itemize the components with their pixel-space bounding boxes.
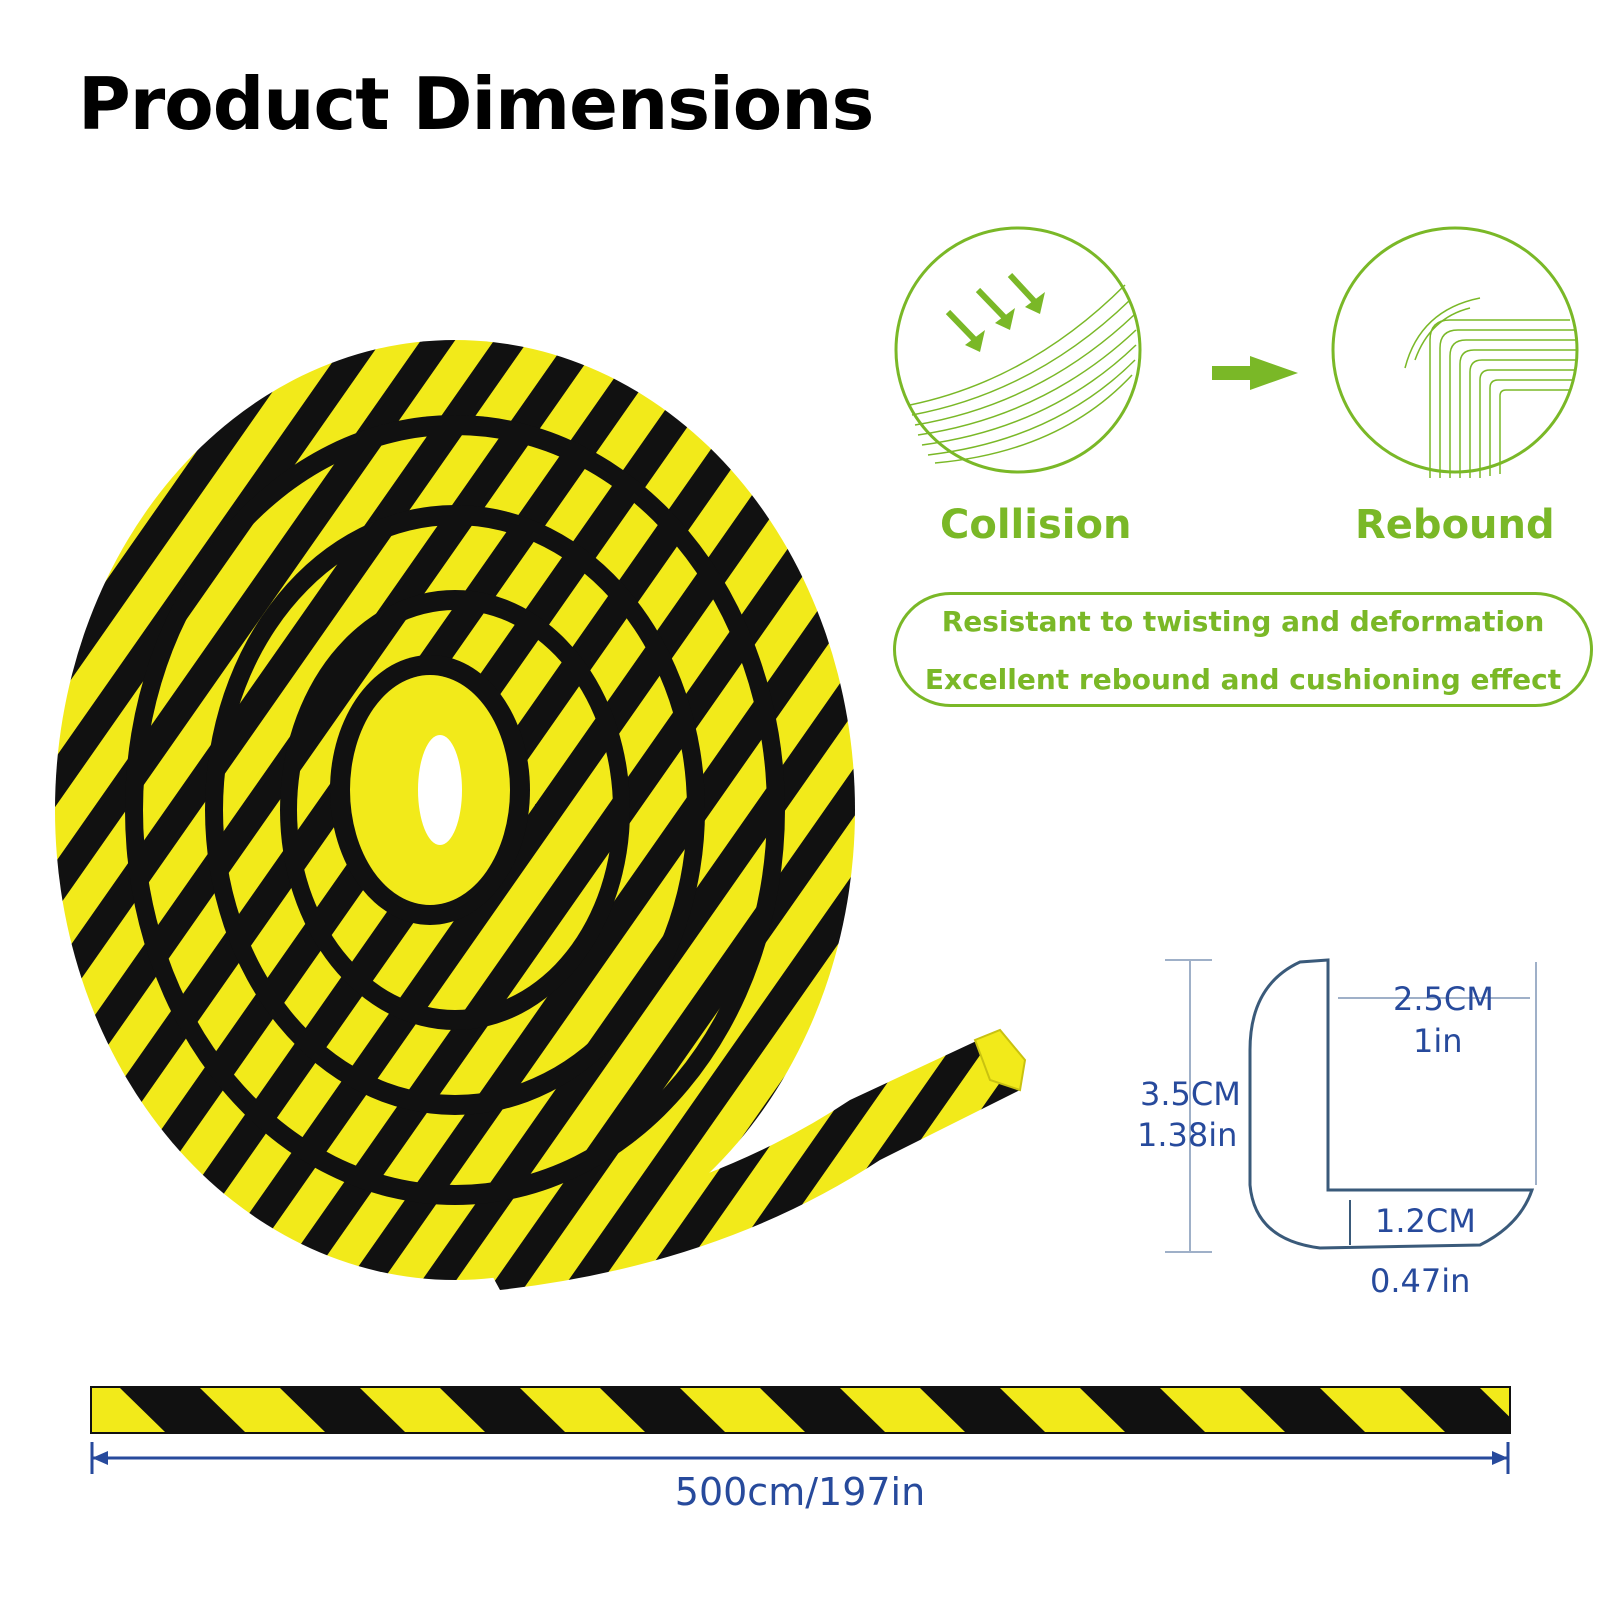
length-label: 500cm/197in <box>674 1470 926 1514</box>
thickness-in: 0.47in <box>1370 1262 1471 1300</box>
feature-2: Excellent rebound and cushioning effect <box>924 663 1562 696</box>
rebound-label: Rebound <box>1355 502 1555 548</box>
features-box: Resistant to twisting and deformation Ex… <box>893 592 1593 707</box>
collision-label: Collision <box>940 502 1132 548</box>
height-cm: 3.5CM <box>1140 1075 1241 1113</box>
page-title: Product Dimensions <box>78 62 874 146</box>
impact-arrows-icon <box>945 272 1045 352</box>
hazard-stripe <box>1160 1388 1285 1432</box>
hazard-stripe <box>840 1388 965 1432</box>
length-strip <box>90 1386 1511 1474</box>
feature-1: Resistant to twisting and deformation <box>941 605 1545 638</box>
hazard-stripe <box>680 1388 805 1432</box>
width-in: 1in <box>1413 1022 1463 1060</box>
hazard-stripe <box>1000 1388 1125 1432</box>
layered-foam-icon <box>1331 226 1579 478</box>
width-cm: 2.5CM <box>1393 980 1494 1018</box>
arrow-right-icon <box>1212 356 1298 390</box>
hazard-stripe <box>520 1388 645 1432</box>
profile-diagram <box>1165 958 1537 1253</box>
height-in: 1.38in <box>1137 1116 1238 1154</box>
collision-icon <box>894 226 1142 474</box>
hazard-stripe <box>92 1388 165 1432</box>
hazard-stripe <box>1320 1388 1445 1432</box>
thickness-cm: 1.2CM <box>1375 1202 1476 1240</box>
hazard-stripe <box>1480 1388 1509 1417</box>
hazard-stripe <box>200 1388 325 1432</box>
hazard-stripe <box>360 1388 485 1432</box>
coil-tail <box>470 1030 1025 1290</box>
coil-rings <box>55 340 855 1280</box>
